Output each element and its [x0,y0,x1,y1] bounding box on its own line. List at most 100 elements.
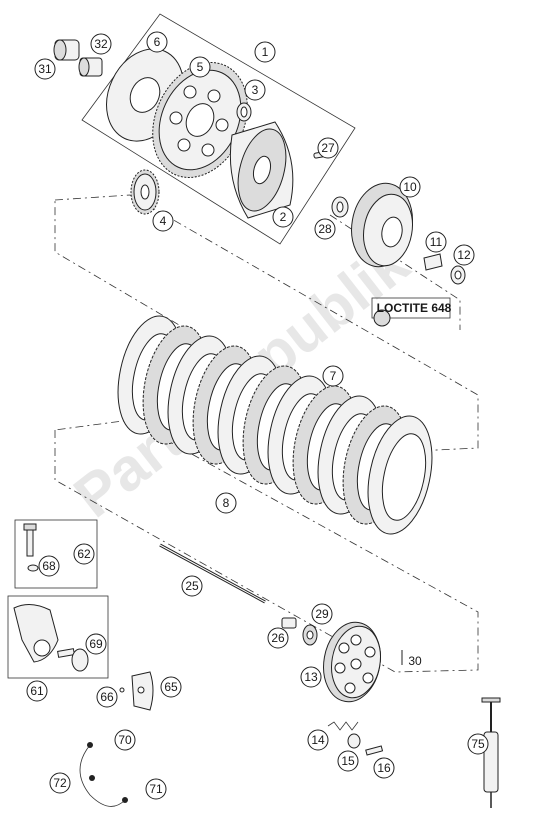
frame-clutch-basket [81,13,356,245]
callout-circle [244,79,266,101]
small-ring-66 [119,687,125,693]
callout-circle [90,33,112,55]
callout-label: 12 [457,248,471,262]
callout-28: 28 [314,218,336,240]
callout-26: 26 [267,627,289,649]
callout-68: 68 [38,555,60,577]
bushing-31 [53,39,80,61]
callout-label: 61 [30,684,44,698]
callout-label: 25 [185,579,199,593]
callout-label: 75 [471,737,485,751]
callout-2: 2 [272,206,294,228]
callout-16: 16 [373,757,395,779]
callout-5: 5 [189,56,211,78]
gear-4 [130,169,160,215]
callout-15: 15 [337,750,359,772]
callout-circle [467,733,489,755]
callout-label: 31 [38,62,52,76]
callout-3: 3 [244,79,266,101]
callout-4: 4 [152,210,174,232]
callout-circle [160,676,182,698]
push-rod-25 [159,543,266,604]
callout-circle [425,231,447,253]
bearing-29 [302,624,318,646]
callout-circle [49,772,71,794]
callout-circle [152,210,174,232]
syringe-75 [481,697,501,808]
callout-69: 69 [85,633,107,655]
callout-label: 6 [154,35,161,49]
inner-hub-10 [351,182,413,268]
callout-circle [307,729,329,751]
washer-15 [347,733,361,749]
release-lever-61 [13,604,89,672]
callout-13: 13 [300,666,322,688]
callout-1: 1 [254,41,276,63]
clip-70-71-72 [79,742,128,807]
callout-circle [399,176,421,198]
callout-32: 32 [90,33,112,55]
clutch-basket-2 [229,121,294,219]
callout-label: 11 [430,235,443,249]
callout-label: 71 [149,782,163,796]
callout-circle [373,757,395,779]
callout-circle [311,603,333,625]
callout-circle [317,137,339,159]
callout-11: 11 [425,231,447,253]
callout-label: 13 [304,670,318,684]
ring-3 [236,102,252,122]
callout-label: 28 [318,222,332,236]
callout-circle [96,686,118,708]
callout-circle [146,31,168,53]
bracket-65 [131,671,154,711]
callout-12: 12 [453,244,475,266]
callout-72: 72 [49,772,71,794]
callout-14: 14 [307,729,329,751]
callout-circle [322,365,344,387]
callout-label: 2 [280,210,287,224]
callout-label: 66 [100,690,114,704]
frame-plate-group-7 [54,194,479,453]
callout-label: 29 [315,607,329,621]
loctite-label: LOCTITE 648 [377,301,452,315]
callout-label: 32 [94,37,108,51]
callout-25: 25 [181,575,203,597]
callout-circle [181,575,203,597]
pressure-plate-13 [323,621,381,703]
callout-label: 4 [160,214,167,228]
frame-62 [14,519,98,589]
callout-10: 10 [399,176,421,198]
callout-6: 6 [146,31,168,53]
callout-label: 10 [403,180,417,194]
label-30: 30 [408,654,422,668]
callout-65: 65 [160,676,182,698]
callout-75: 75 [467,733,489,755]
bearing-26 [281,617,297,629]
callout-circle [453,244,475,266]
callout-label: 72 [53,776,67,790]
frame-hub [329,214,461,330]
callout-label: 26 [271,631,285,645]
frame-61 [7,595,109,679]
callout-label: 68 [42,559,56,573]
callout-label: 14 [311,733,325,747]
callout-70: 70 [114,729,136,751]
bolt-62 [23,523,39,572]
callout-circle [34,58,56,80]
lock-washer-11 [423,253,443,271]
callout-7: 7 [322,365,344,387]
callout-71: 71 [145,778,167,800]
callout-label: 70 [118,733,132,747]
callout-circle [73,543,95,565]
clutch-plate-stack [117,315,433,535]
callout-circle [215,492,237,514]
callout-label: 65 [164,680,178,694]
washer-28 [331,196,349,218]
bolt-16 [365,745,384,756]
callout-circle [26,680,48,702]
callout-circle [85,633,107,655]
callout-circle [38,555,60,577]
callout-circle [272,206,294,228]
